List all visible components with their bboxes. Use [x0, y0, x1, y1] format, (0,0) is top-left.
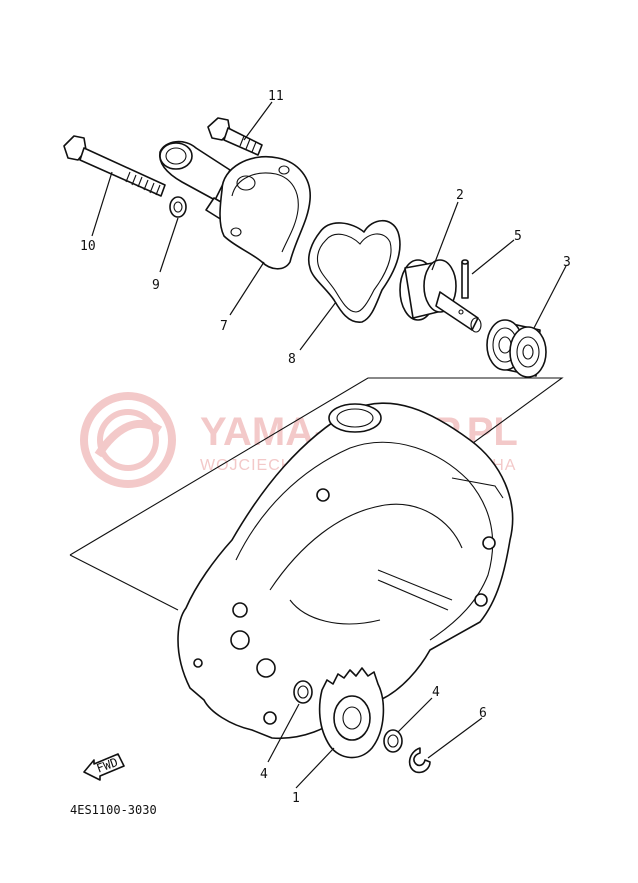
- callouts: 11 10 9 7 8 2 5 3 4 1 4 6: [80, 89, 571, 806]
- part-5-pin: [461, 259, 469, 299]
- part-8-gasket: [307, 219, 401, 323]
- callout-2: 2: [456, 188, 464, 203]
- callout-7: 7: [220, 319, 228, 334]
- part-4-washer-right: [383, 729, 403, 753]
- callout-3: 3: [563, 255, 571, 270]
- fwd-label: FWD: [95, 755, 120, 776]
- leader-lines: [91, 101, 567, 789]
- part-11-bolt: [207, 117, 263, 156]
- part-3-bearing: [486, 319, 547, 378]
- part-1-gear: [318, 667, 385, 759]
- part-6-circlip: [408, 747, 431, 774]
- callout-9: 9: [152, 278, 160, 293]
- callout-11: 11: [268, 89, 284, 104]
- part-9-washer: [169, 196, 187, 218]
- part-7-pump-housing: [158, 140, 311, 270]
- callout-10: 10: [80, 239, 96, 254]
- watermark-logo: [80, 392, 176, 488]
- callout-5: 5: [514, 229, 522, 244]
- diagram-code: 4ES1100-3030: [70, 803, 157, 817]
- callout-1: 1: [292, 791, 300, 806]
- crankcase-cover: [177, 402, 514, 740]
- fwd-arrow: FWD: [83, 753, 125, 781]
- callout-8: 8: [288, 352, 296, 367]
- callout-4-right: 4: [432, 685, 440, 700]
- part-4-washer-left: [293, 680, 313, 704]
- callout-6: 6: [479, 706, 487, 721]
- assembly-plane: [69, 377, 564, 611]
- part-10-bolt: [63, 135, 166, 197]
- part-2-impeller-shaft: [399, 259, 482, 333]
- callout-4-left: 4: [260, 767, 268, 782]
